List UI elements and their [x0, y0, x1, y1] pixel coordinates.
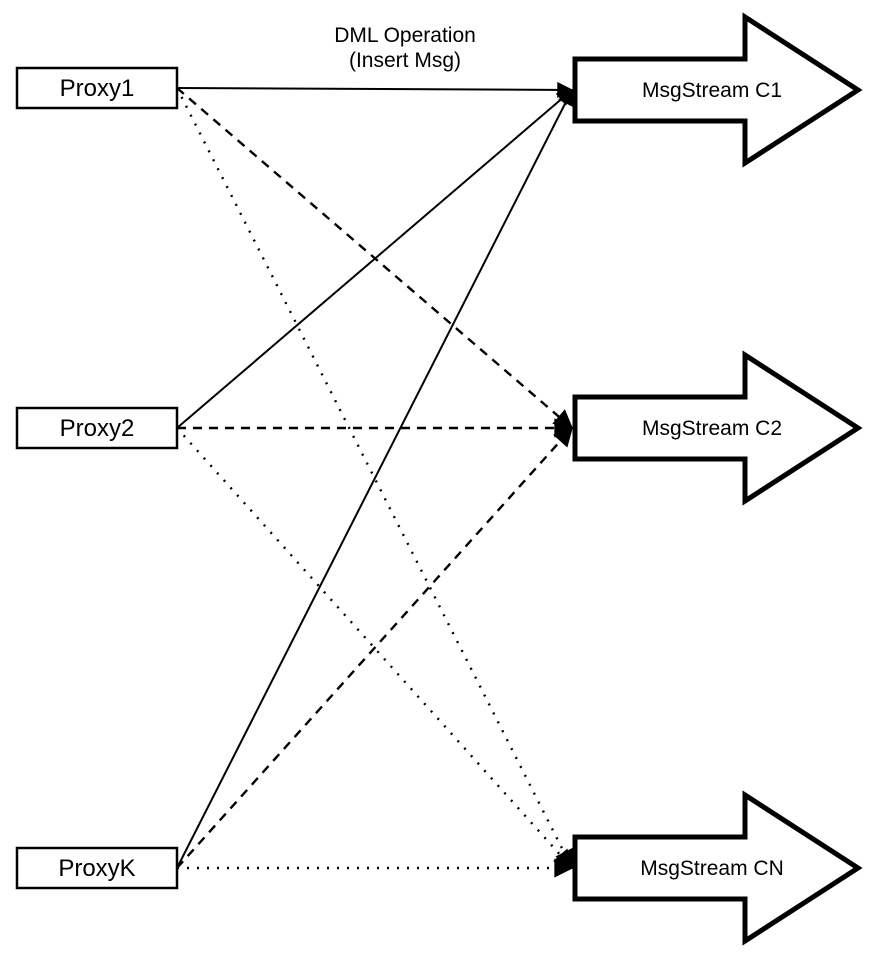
connection-proxyk-c2 — [176, 426, 574, 869]
proxy1-node: Proxy1 — [15, 66, 179, 110]
caption-line1: DML Operation — [334, 24, 476, 47]
proxy1-box — [15, 66, 179, 110]
connection-proxy1-c1 — [176, 81, 574, 98]
msgstream-c1-label: MsgStream C1 — [642, 79, 782, 102]
msgstream-c2-node: MsgStream C2 — [572, 350, 863, 506]
msgstream-cn-label: MsgStream CN — [640, 857, 784, 880]
connection-lines — [175, 81, 574, 878]
connection-proxyk-c1 — [176, 88, 573, 869]
msgstream-cn-node: MsgStream CN — [572, 790, 863, 946]
msgstream-c1-node: MsgStream C1 — [572, 12, 863, 168]
msgstream-c2-arrow — [572, 350, 863, 506]
proxyk-node: ProxyK — [15, 846, 179, 890]
proxy2-node: Proxy2 — [15, 406, 179, 450]
proxyk-label: ProxyK — [58, 855, 135, 882]
msgstream-c2-label: MsgStream C2 — [642, 417, 782, 440]
proxy1-label: Proxy1 — [60, 75, 135, 102]
proxy2-box — [15, 406, 179, 450]
caption-line2: (Insert Msg) — [349, 49, 461, 72]
proxyk-box — [15, 846, 179, 890]
msgstream-cn-arrow — [572, 790, 863, 946]
msgstream-c1-arrow — [572, 12, 863, 168]
connection-proxy2-c1 — [176, 89, 573, 429]
proxy2-label: Proxy2 — [60, 415, 135, 442]
